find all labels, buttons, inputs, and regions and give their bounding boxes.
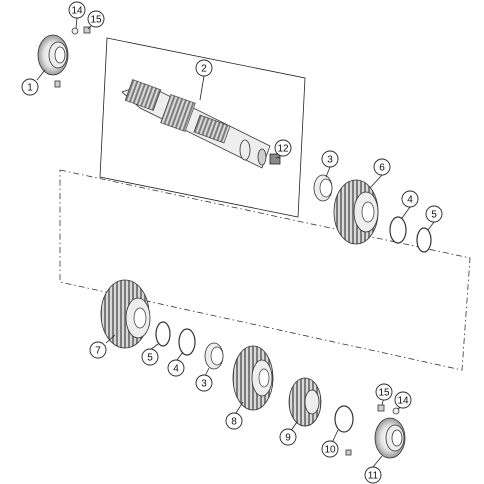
small-bolt-bottom-right	[377, 404, 385, 412]
gear-8	[232, 345, 274, 411]
small-washer-top	[71, 27, 79, 35]
small-bearing-shaft-end	[269, 153, 281, 165]
callout-15-bottom: 15	[375, 383, 393, 401]
needle-bearing-upper	[313, 174, 333, 202]
callout-label: 11	[368, 471, 379, 482]
callout-9: 9	[279, 428, 297, 446]
callout-label: 5	[431, 210, 437, 221]
callout-label: 15	[90, 15, 102, 26]
gear-group-dashed-frame	[59, 169, 471, 371]
circlip-upper-5	[416, 227, 432, 253]
callout-4-lower: 4	[167, 359, 185, 377]
callout-5-lower: 5	[141, 348, 159, 366]
bearing-bottom-right	[374, 417, 406, 459]
callout-10: 10	[321, 440, 339, 458]
callout-15-top: 15	[87, 10, 105, 28]
shaft-assembly-frame	[99, 37, 306, 218]
small-washer-bottom-right	[392, 407, 400, 415]
callout-label: 8	[231, 417, 237, 428]
callout-label: 14	[397, 396, 409, 407]
callout-14-bottom: 14	[394, 391, 412, 409]
gear-9	[288, 377, 322, 427]
callout-label: 10	[324, 445, 336, 456]
needle-bearing-lower	[204, 342, 224, 370]
callout-14-top: 14	[68, 1, 86, 19]
small-pin-bottom-left	[54, 80, 61, 88]
small-bolt-lower	[345, 449, 352, 456]
callout-label: 3	[201, 379, 207, 390]
callout-label: 15	[378, 388, 390, 399]
gear-7	[100, 279, 151, 349]
thrust-washer-10	[334, 405, 354, 433]
callout-label: 2	[201, 64, 207, 75]
callout-label: 12	[277, 144, 289, 155]
callout-6: 6	[373, 158, 391, 176]
callout-label: 4	[407, 195, 413, 206]
bearing-top-left	[37, 34, 69, 76]
callout-label: 1	[27, 83, 33, 94]
leader-lines	[36, 17, 435, 468]
small-bolt-top	[83, 26, 91, 34]
callout-12: 12	[274, 139, 292, 157]
callout-11: 11	[364, 466, 382, 484]
callout-label: 6	[379, 163, 385, 174]
callout-2: 2	[195, 59, 213, 77]
callout-label: 3	[327, 155, 333, 166]
gear-6	[333, 179, 379, 245]
callout-8: 8	[225, 412, 243, 430]
callout-label: 4	[173, 364, 179, 375]
callout-1: 1	[21, 78, 39, 96]
callout-3-upper: 3	[321, 150, 339, 168]
callout-label: 7	[95, 346, 101, 357]
callout-3-lower: 3	[195, 374, 213, 392]
callout-label: 14	[71, 6, 83, 17]
washer-lower-4	[178, 328, 196, 356]
circlip-lower-5	[155, 321, 171, 347]
callout-5-upper: 5	[425, 205, 443, 223]
callout-4-upper: 4	[401, 190, 419, 208]
callout-7: 7	[89, 341, 107, 359]
callout-label: 9	[285, 433, 291, 444]
main-shaft	[121, 79, 271, 169]
washer-upper-4	[389, 216, 407, 244]
callout-label: 5	[147, 353, 153, 364]
